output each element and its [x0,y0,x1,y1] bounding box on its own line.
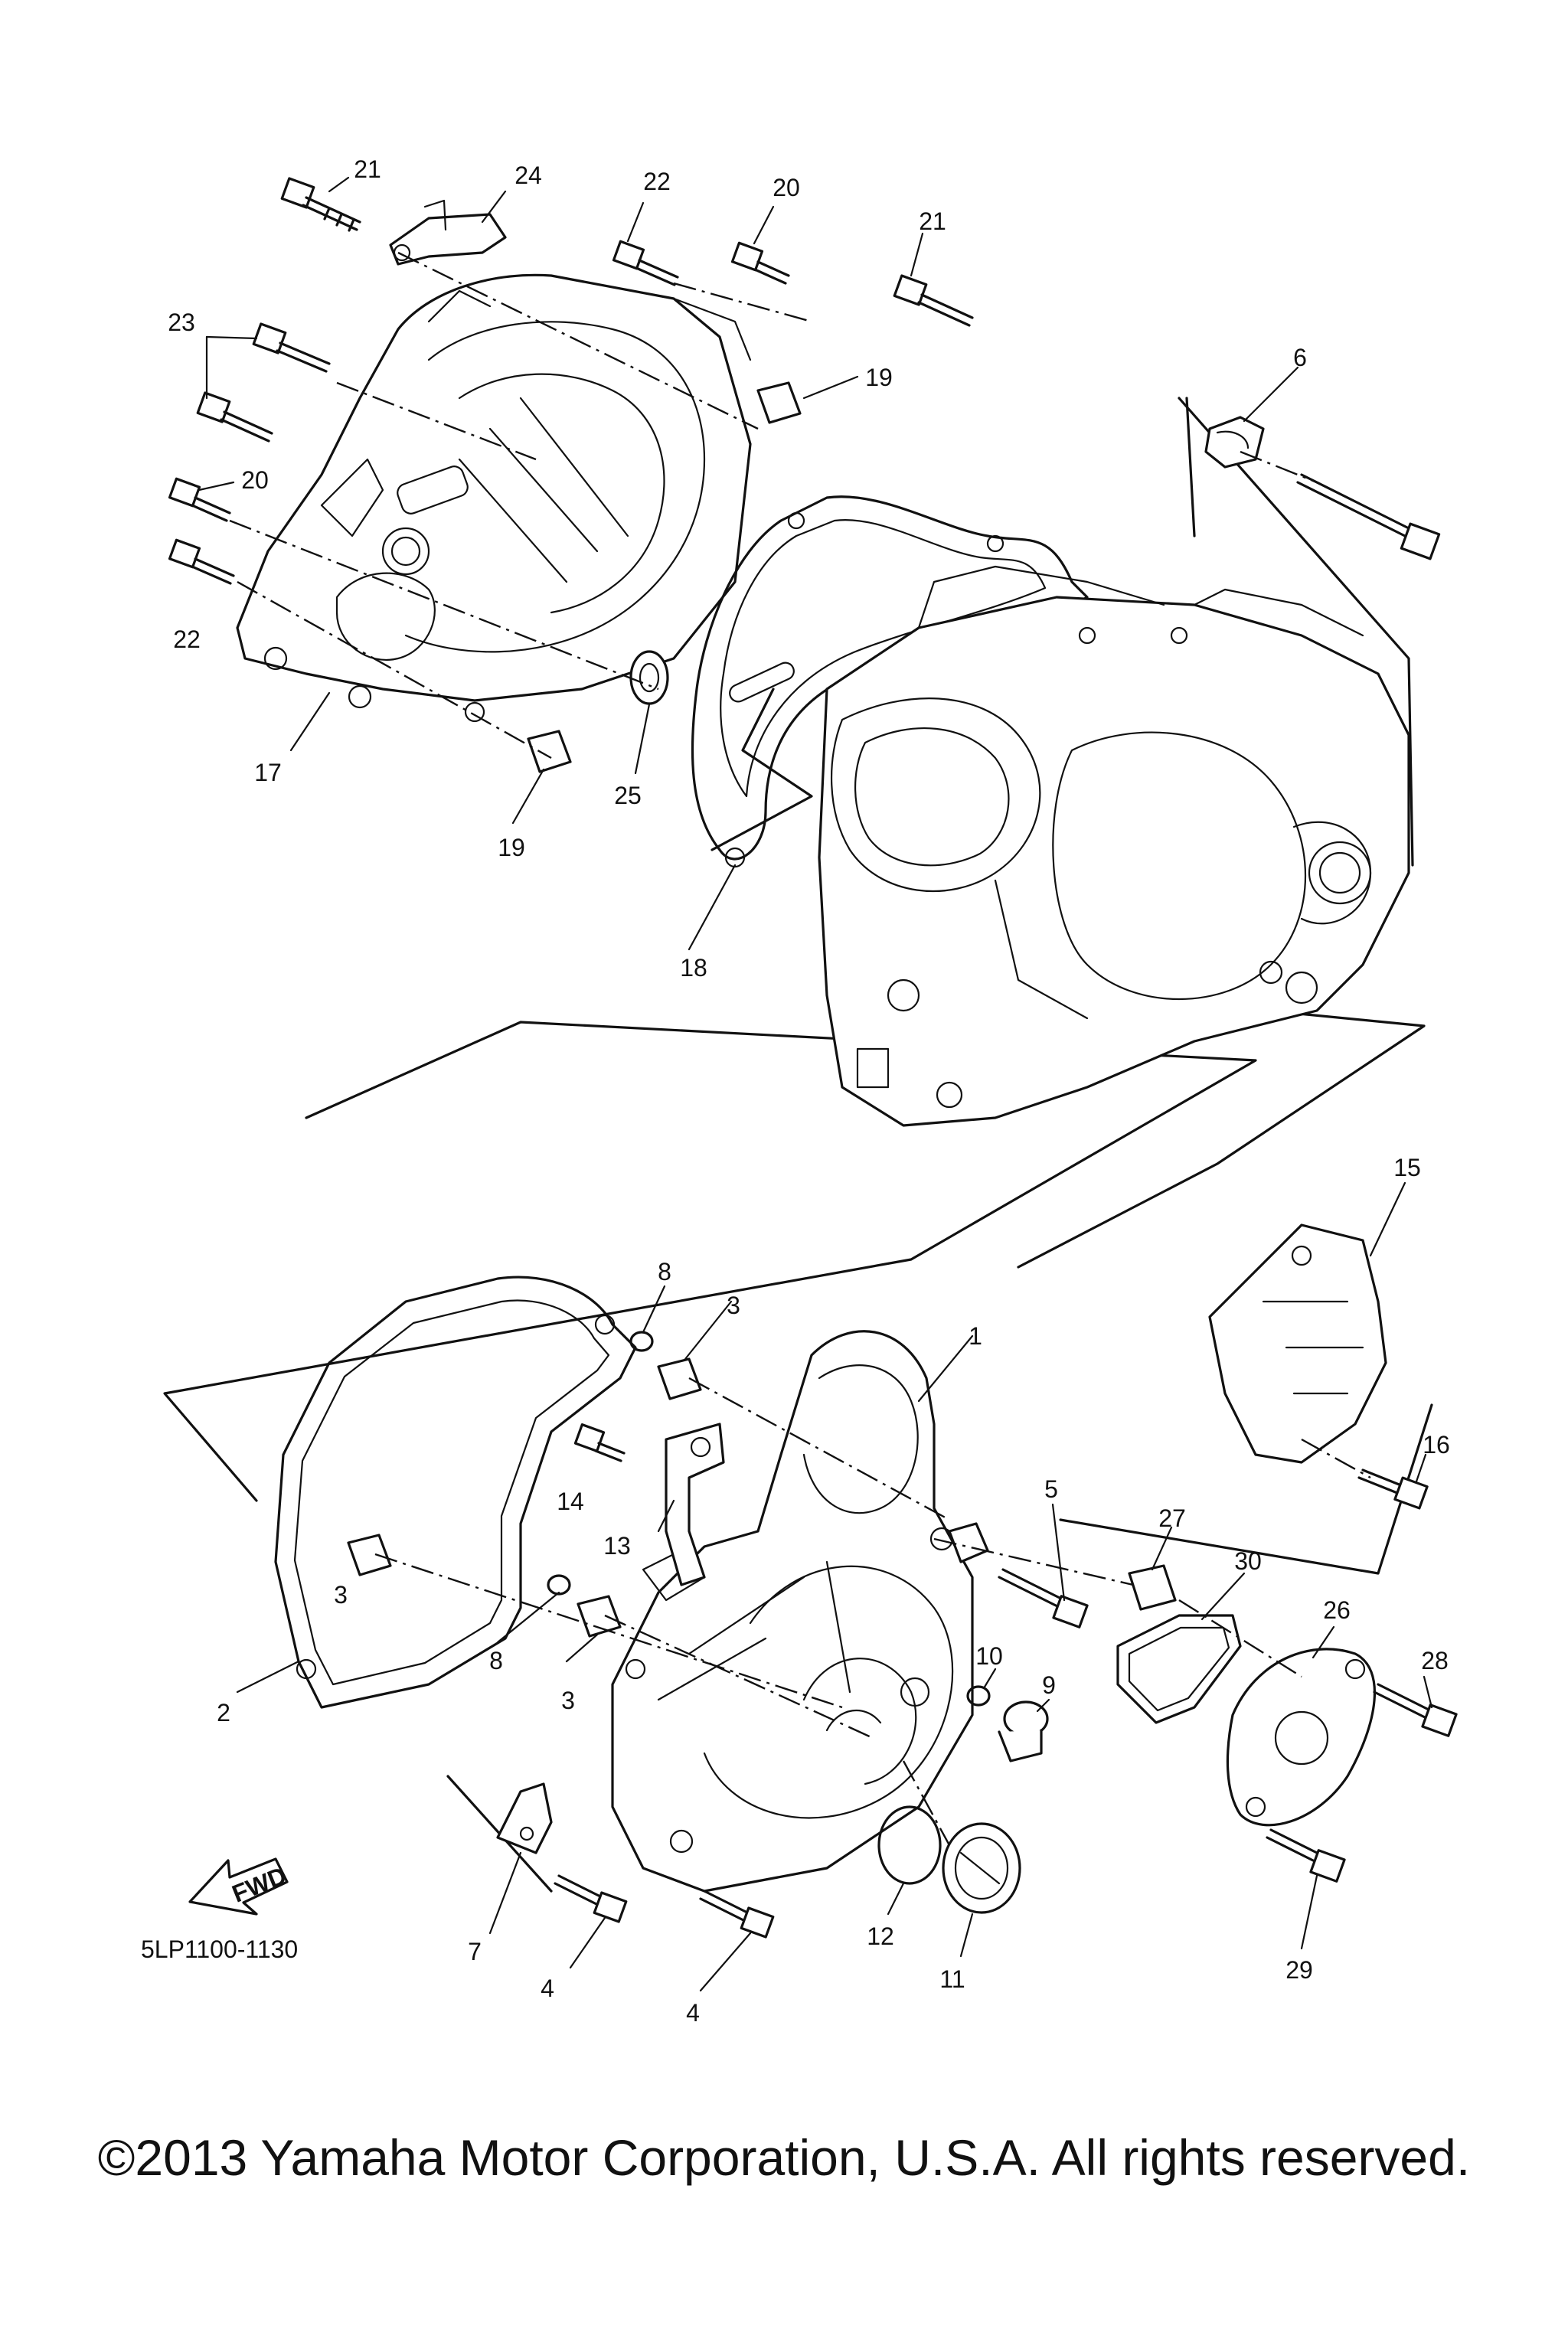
diagram-code: 5LP1100-1130 [141,1936,299,1963]
leader-lines [198,176,1433,1992]
bolt-14 [573,1423,626,1462]
callout-1: 1 [969,1322,982,1350]
callout-25: 25 [614,782,642,809]
bolt-4-left [554,1874,628,1923]
callout-10: 10 [975,1642,1003,1670]
callout-4-b: 4 [686,1999,700,2027]
callout-18: 18 [680,954,707,982]
callout-4-a: 4 [541,1975,554,2002]
callout-8-a: 8 [658,1258,671,1285]
dowel-3-mid [577,1595,622,1638]
bolt-20-left [168,477,231,522]
upper-centerlines [229,251,1318,760]
o-ring-12 [877,1805,942,1885]
callout-5: 5 [1044,1475,1058,1503]
dowel-3-top [657,1357,702,1400]
callout-29: 29 [1285,1956,1313,1984]
callout-21-b: 21 [919,207,946,235]
bolt-16 [1357,1468,1429,1510]
callout-20-b: 20 [241,466,269,494]
callout-24: 24 [514,162,542,189]
plug-11 [942,1822,1021,1914]
bolt-4-right [699,1890,775,1939]
clip-6-and-bolt [1204,416,1441,560]
bracket-13 [665,1423,725,1586]
callout-8-b: 8 [489,1647,503,1674]
gasket-30 [1116,1614,1242,1724]
callout-7: 7 [468,1938,482,1965]
callout-23: 23 [168,309,195,336]
lower-centerlines [374,1377,1371,1846]
bolts-23 [196,322,331,443]
callout-3-b: 3 [334,1581,348,1609]
callout-30: 30 [1234,1547,1262,1575]
dowel-27 [1128,1564,1177,1611]
o-ring-8-top [629,1331,654,1352]
cover-15 [1208,1223,1387,1464]
callout-26: 26 [1323,1596,1351,1624]
bolt-20-upper [730,241,790,285]
callout-11: 11 [939,1965,965,1993]
o-ring-8-mid [547,1574,571,1596]
bolt-29 [1266,1828,1346,1883]
water-pump-cover-26 [1226,1648,1376,1827]
lower-small-parts [347,1223,1458,1939]
clip-7 [496,1782,553,1854]
bracket-24 [389,199,507,266]
crankcase-cover-17 [236,273,752,723]
callout-19-b: 19 [498,834,525,861]
plug-9 [998,1700,1049,1762]
callout-19-a: 19 [865,364,893,391]
dowel-3-left [347,1534,392,1576]
bolt-21-upper-left [280,177,361,232]
bolt-22-left [168,538,235,585]
callout-3-c: 3 [561,1687,575,1714]
callout-2: 2 [217,1699,230,1726]
callout-22-a: 22 [643,168,671,195]
callout-16: 16 [1423,1431,1450,1459]
fwd-direction-arrow: FWD [188,1857,290,1916]
callout-12: 12 [867,1922,894,1950]
bolt-28 [1373,1683,1458,1737]
callout-13: 13 [603,1532,631,1560]
callout-27: 27 [1158,1504,1186,1532]
copyright-notice: ©2013 Yamaha Motor Corporation, U.S.A. A… [97,2129,1471,2186]
callout-3-a: 3 [727,1292,740,1319]
callout-17: 17 [254,759,282,786]
crankcase-body [818,565,1410,1127]
callout-labels: 21 24 22 20 21 23 19 6 20 22 17 25 19 18… [168,155,1450,2027]
callout-20-a: 20 [773,174,800,201]
callout-14: 14 [557,1488,584,1515]
oil-seal-25 [629,650,669,705]
dowel-19-lower [527,730,572,773]
bolt-21-upper-right [893,274,974,327]
o-ring-10 [966,1685,991,1707]
bolt-22-upper [612,240,679,286]
callout-22-b: 22 [173,626,201,653]
callout-15: 15 [1393,1154,1421,1181]
callout-9: 9 [1042,1671,1056,1699]
callout-6: 6 [1293,344,1307,371]
dowel-19-upper [756,381,802,424]
callout-21-a: 21 [354,155,381,183]
callout-28: 28 [1421,1647,1449,1674]
